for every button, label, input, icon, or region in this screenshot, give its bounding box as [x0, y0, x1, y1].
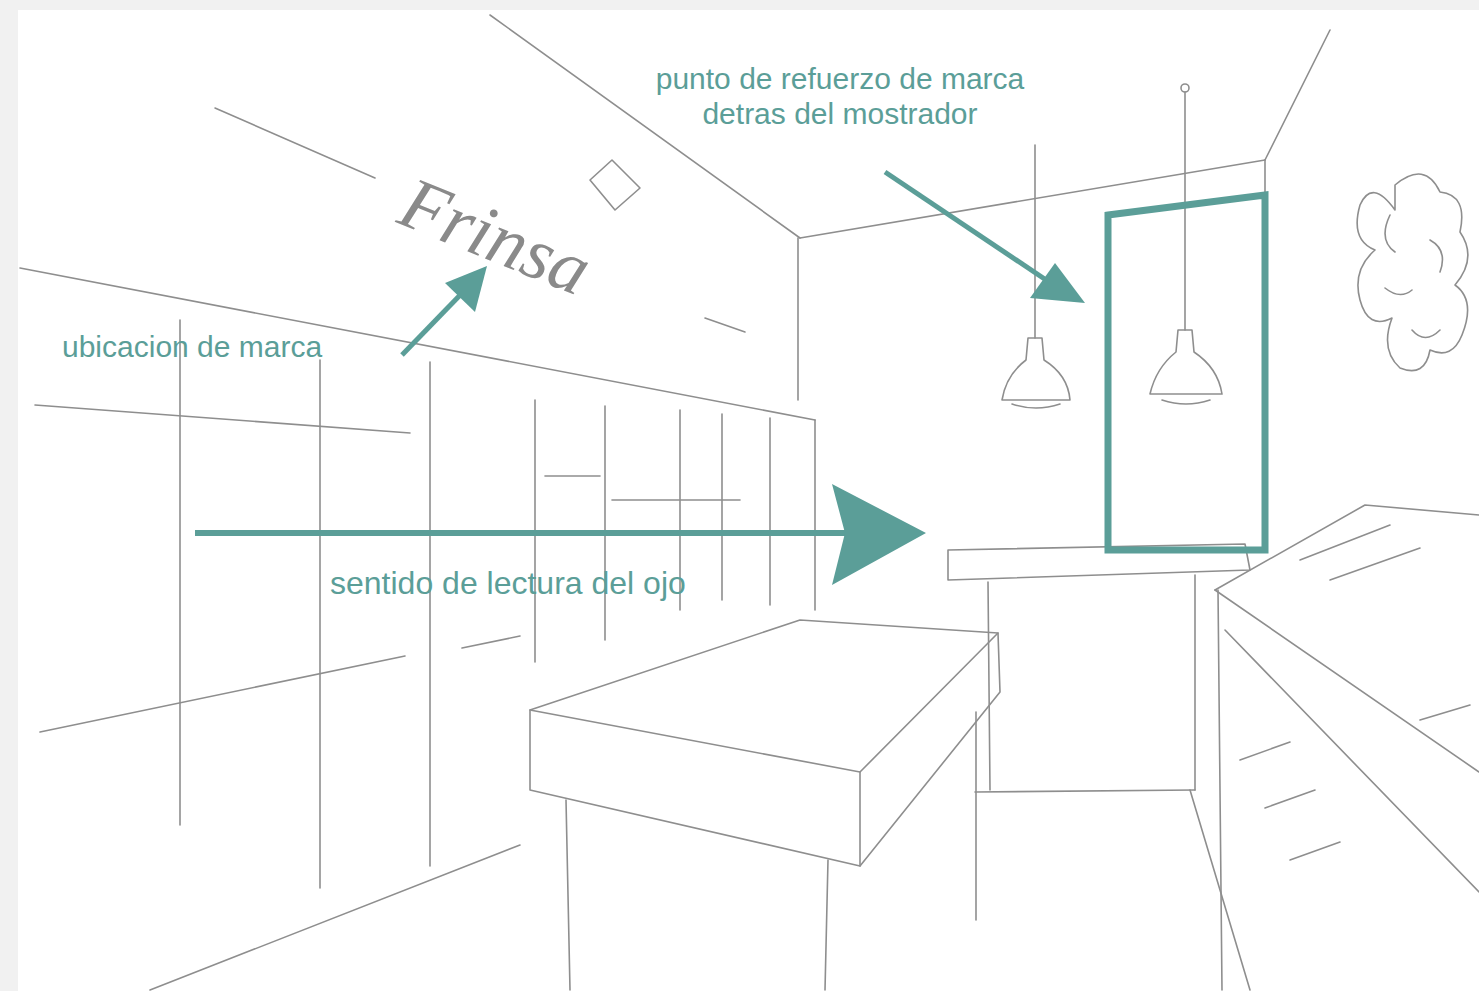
- annotation-text: sentido de lectura del ojo: [330, 565, 686, 602]
- paper: [18, 10, 1479, 991]
- leader-line: [885, 172, 1055, 286]
- annotations: [195, 172, 1265, 585]
- annotation-text: punto de refuerzo de marca detras del mo…: [620, 62, 1060, 131]
- reading-direction-arrow: [195, 530, 845, 536]
- room-lines: [20, 15, 1479, 990]
- brand-reinforcement-frame: [1108, 195, 1265, 550]
- leader-line: [402, 290, 465, 355]
- arrow-head: [832, 484, 926, 585]
- annotation-text: ubicacion de marca: [62, 330, 322, 365]
- arrow-head: [1030, 263, 1085, 303]
